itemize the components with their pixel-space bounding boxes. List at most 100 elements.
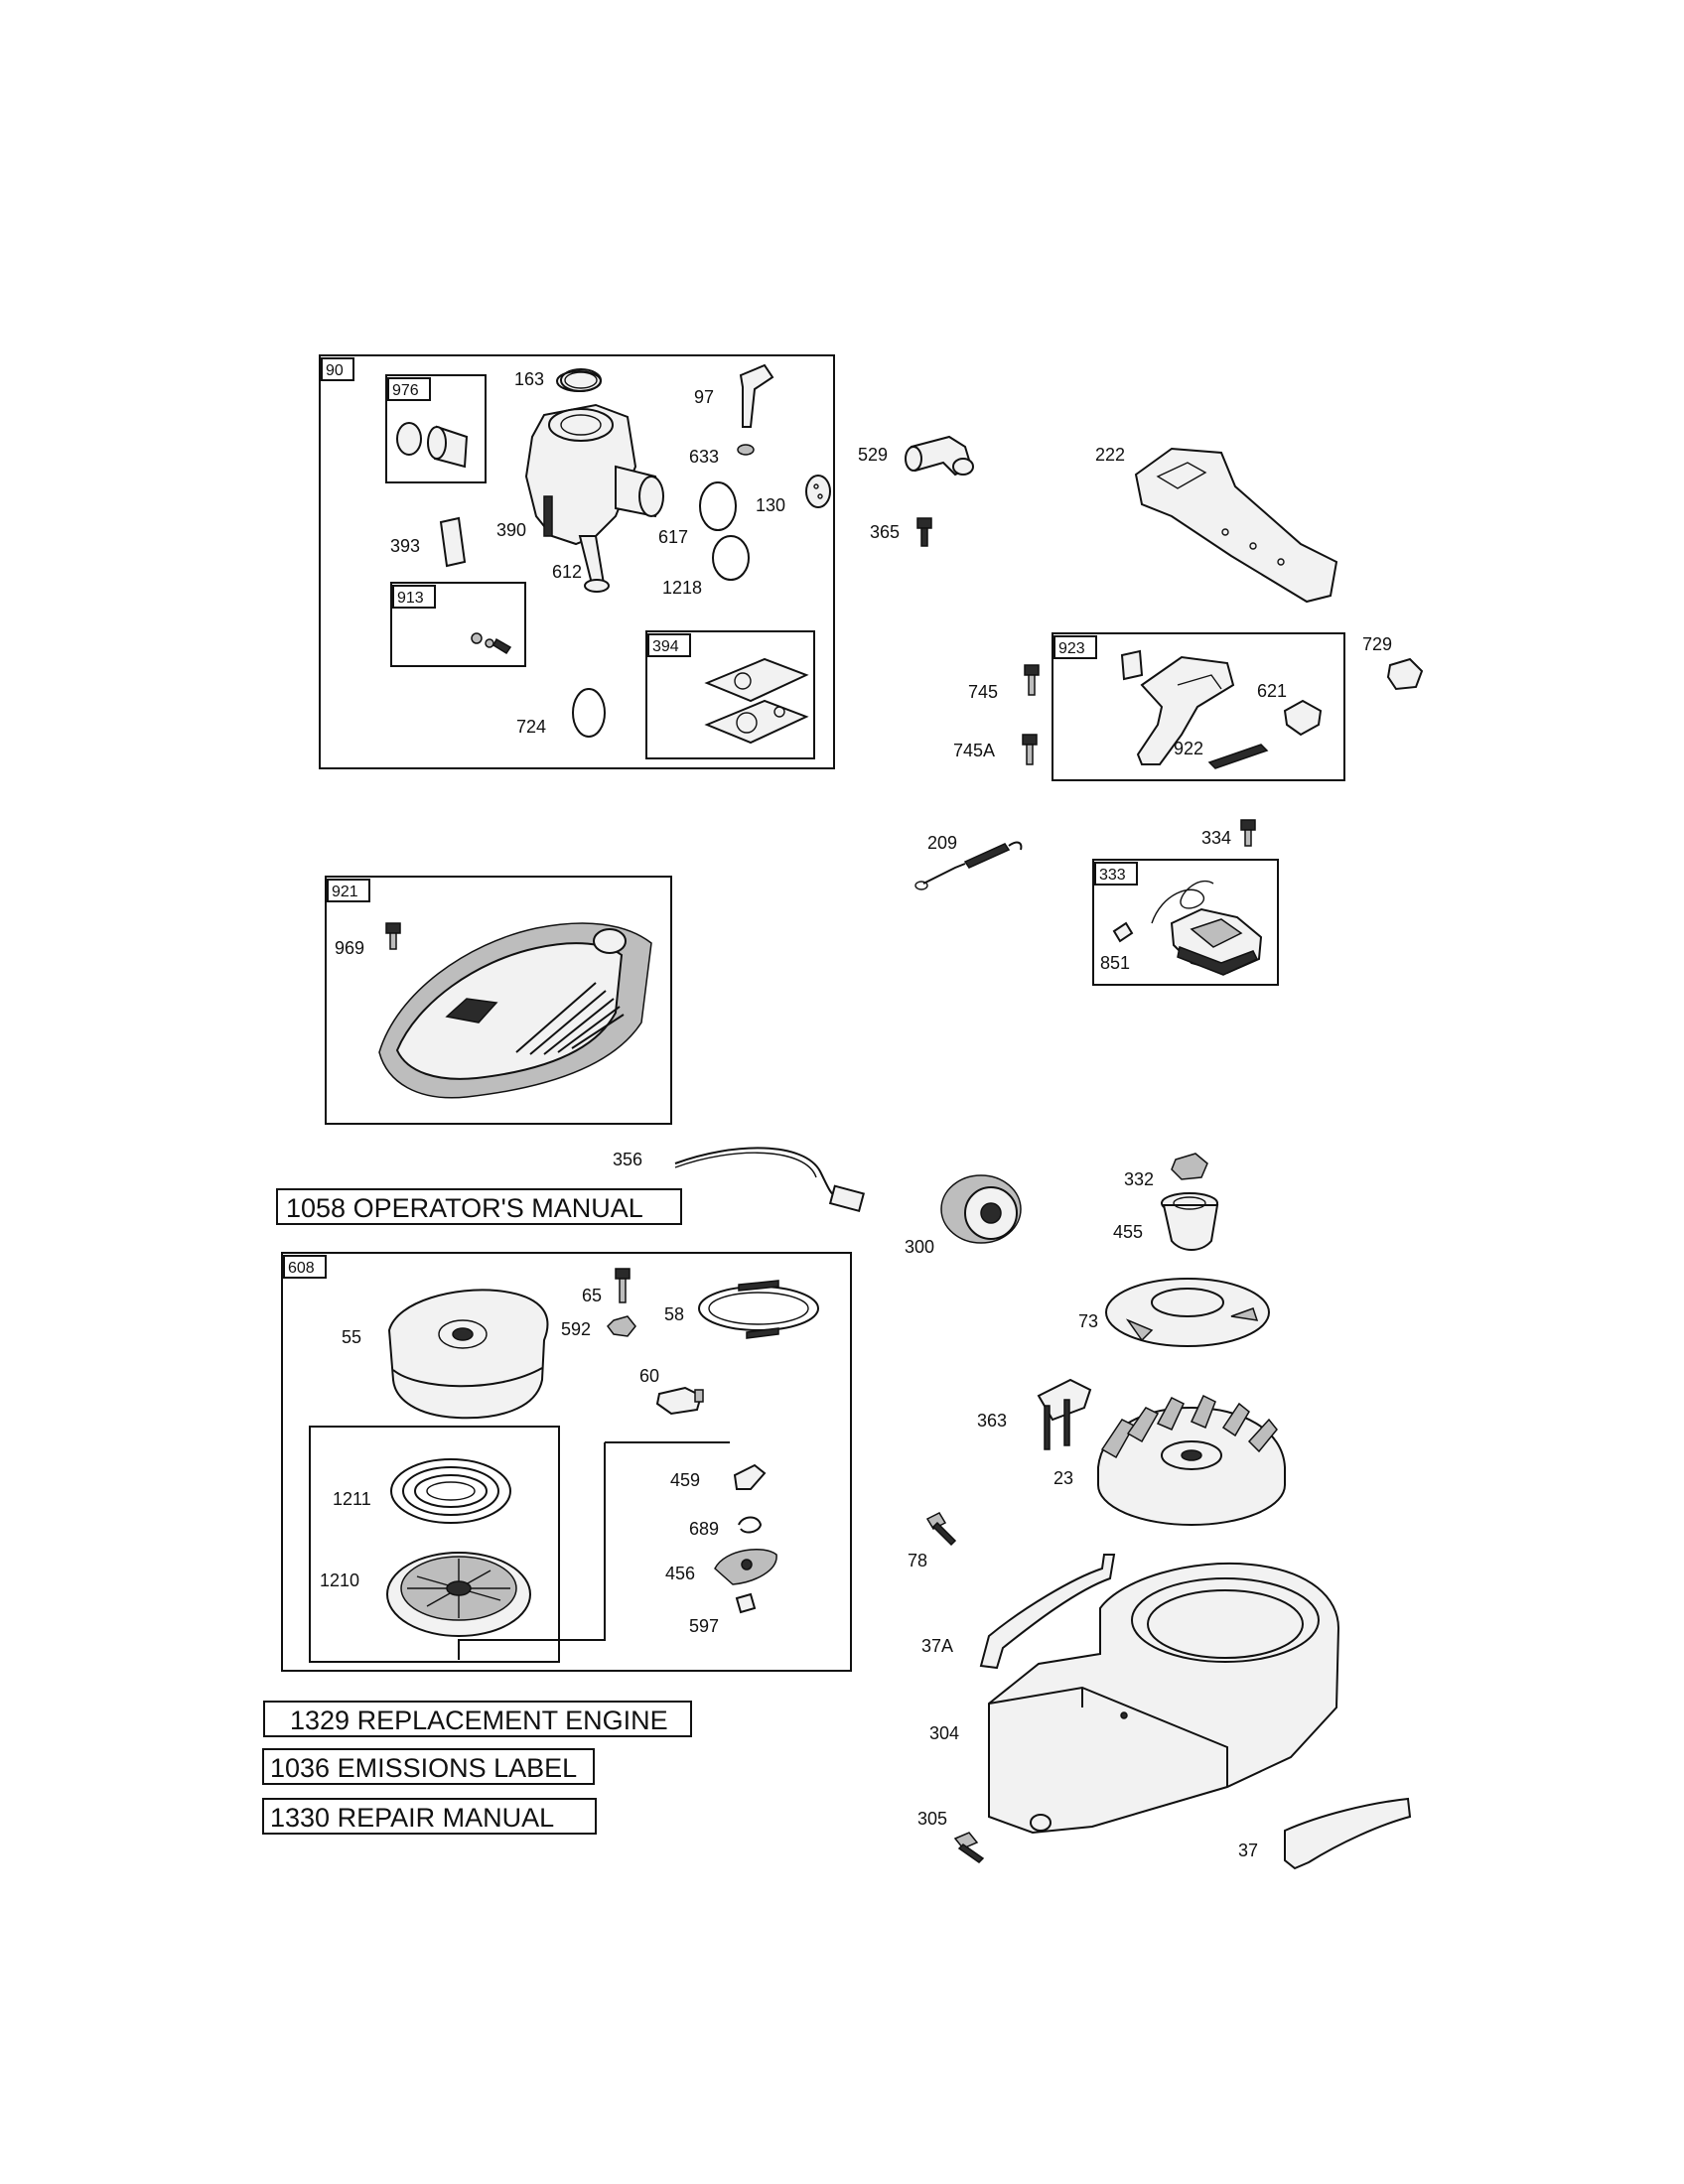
part-729-nut <box>1386 657 1424 691</box>
label-612: 612 <box>552 562 582 582</box>
label-922: 922 <box>1174 739 1203 758</box>
assembly-label-394: 394 <box>652 638 679 655</box>
label-58: 58 <box>664 1304 684 1324</box>
part-304-blower-housing <box>988 1562 1340 1835</box>
label-455: 455 <box>1113 1222 1143 1242</box>
label-745a: 745A <box>953 741 995 760</box>
label-597: 597 <box>689 1616 719 1636</box>
label-1210: 1210 <box>320 1570 359 1590</box>
part-851-clip <box>1112 921 1134 943</box>
part-305-screw <box>953 1832 985 1863</box>
carburetor-assembly-90: 90 976 913 394 <box>319 354 835 769</box>
assembly-label-913: 913 <box>397 590 424 607</box>
part-913-screw-spring <box>471 632 512 655</box>
label-37: 37 <box>1238 1841 1258 1860</box>
assembly-label-90: 90 <box>326 362 344 379</box>
part-923-governor-lever <box>1120 649 1235 765</box>
part-356-wire <box>674 1147 866 1213</box>
label-332: 332 <box>1124 1169 1154 1189</box>
part-455-starter-cup <box>1161 1192 1219 1251</box>
label-459: 459 <box>670 1470 700 1490</box>
note-box-operators-manual <box>276 1188 682 1225</box>
part-130-plate <box>805 475 831 508</box>
part-633-washer <box>737 444 755 456</box>
assembly-label-921: 921 <box>332 884 358 900</box>
note-repair-manual: 1330 REPAIR MANUAL <box>270 1803 554 1833</box>
part-621-clip <box>1283 699 1323 737</box>
part-617-oring <box>699 481 737 531</box>
part-209-link-spring <box>914 841 1023 890</box>
label-365: 365 <box>870 522 900 542</box>
part-333-armature <box>1151 881 1263 976</box>
part-393-tube <box>439 516 467 568</box>
assembly-label-923: 923 <box>1058 640 1085 657</box>
label-393: 393 <box>390 536 420 556</box>
label-456: 456 <box>665 1564 695 1583</box>
label-37a: 37A <box>921 1636 953 1656</box>
part-363-brake <box>1037 1378 1092 1450</box>
label-78: 78 <box>908 1551 927 1570</box>
part-745a-screw <box>1022 734 1038 765</box>
label-851: 851 <box>1100 953 1130 973</box>
part-922-spring <box>1207 744 1269 769</box>
label-23: 23 <box>1053 1468 1073 1488</box>
part-365-screw <box>916 517 932 547</box>
part-969-screw <box>385 922 401 950</box>
part-37-air-vane <box>1284 1797 1412 1870</box>
label-633: 633 <box>689 447 719 467</box>
pulley-subassembly-box <box>309 1426 560 1663</box>
part-73-screen <box>1105 1278 1270 1347</box>
label-55: 55 <box>342 1327 361 1347</box>
carburetor-body <box>524 370 665 593</box>
label-97: 97 <box>694 387 714 407</box>
note-box-emissions-label <box>262 1748 595 1785</box>
part-745-screw <box>1024 664 1040 696</box>
part-332-nut <box>1171 1153 1208 1180</box>
governor-assembly-923: 923 621 922 <box>1052 632 1345 781</box>
note-emissions-label: 1036 EMISSIONS LABEL <box>270 1753 577 1783</box>
label-689: 689 <box>689 1519 719 1539</box>
note-replacement-engine: 1329 REPLACEMENT ENGINE <box>290 1706 668 1735</box>
label-163: 163 <box>514 369 544 389</box>
part-163-gasket <box>560 368 602 392</box>
label-617: 617 <box>658 527 688 547</box>
note-box-repair-manual <box>262 1798 597 1835</box>
note-box-replacement-engine <box>263 1701 692 1737</box>
label-60: 60 <box>639 1366 659 1386</box>
label-621: 621 <box>1257 681 1287 701</box>
label-969: 969 <box>335 938 364 958</box>
label-300: 300 <box>905 1237 934 1257</box>
assembly-label-333: 333 <box>1099 867 1126 884</box>
part-1211-recoil-spring <box>390 1458 511 1524</box>
label-390: 390 <box>496 520 526 540</box>
label-209: 209 <box>927 833 957 853</box>
part-724-oring <box>572 688 606 738</box>
part-23-flywheel <box>1097 1394 1286 1526</box>
part-456-retainer <box>714 1548 777 1585</box>
ignition-assembly-333: 333 851 <box>1092 859 1279 986</box>
label-1211: 1211 <box>333 1489 371 1509</box>
label-592: 592 <box>561 1319 591 1339</box>
part-65-screw <box>615 1268 631 1303</box>
starter-leader-line <box>458 1442 606 1660</box>
part-689-clip <box>738 1516 763 1534</box>
label-65: 65 <box>582 1286 602 1305</box>
part-55-starter-housing <box>387 1289 549 1420</box>
part-390-spring <box>543 495 553 537</box>
part-529-elbow <box>905 435 974 477</box>
part-976-fitting <box>396 422 469 469</box>
label-729: 729 <box>1362 634 1392 654</box>
part-78-screw <box>925 1512 957 1547</box>
label-130: 130 <box>756 495 785 515</box>
part-597-screw <box>735 1592 757 1614</box>
note-operators-manual: 1058 OPERATOR'S MANUAL <box>286 1193 643 1223</box>
label-222: 222 <box>1095 445 1125 465</box>
assembly-label-608: 608 <box>288 1260 315 1277</box>
part-1210-pulley <box>386 1552 531 1637</box>
part-60-handle <box>655 1386 704 1416</box>
part-334-screw <box>1240 819 1256 847</box>
label-304: 304 <box>929 1723 959 1743</box>
part-300-starter-cup <box>940 1174 1022 1244</box>
part-394-diaphragm-gasket <box>704 657 809 745</box>
